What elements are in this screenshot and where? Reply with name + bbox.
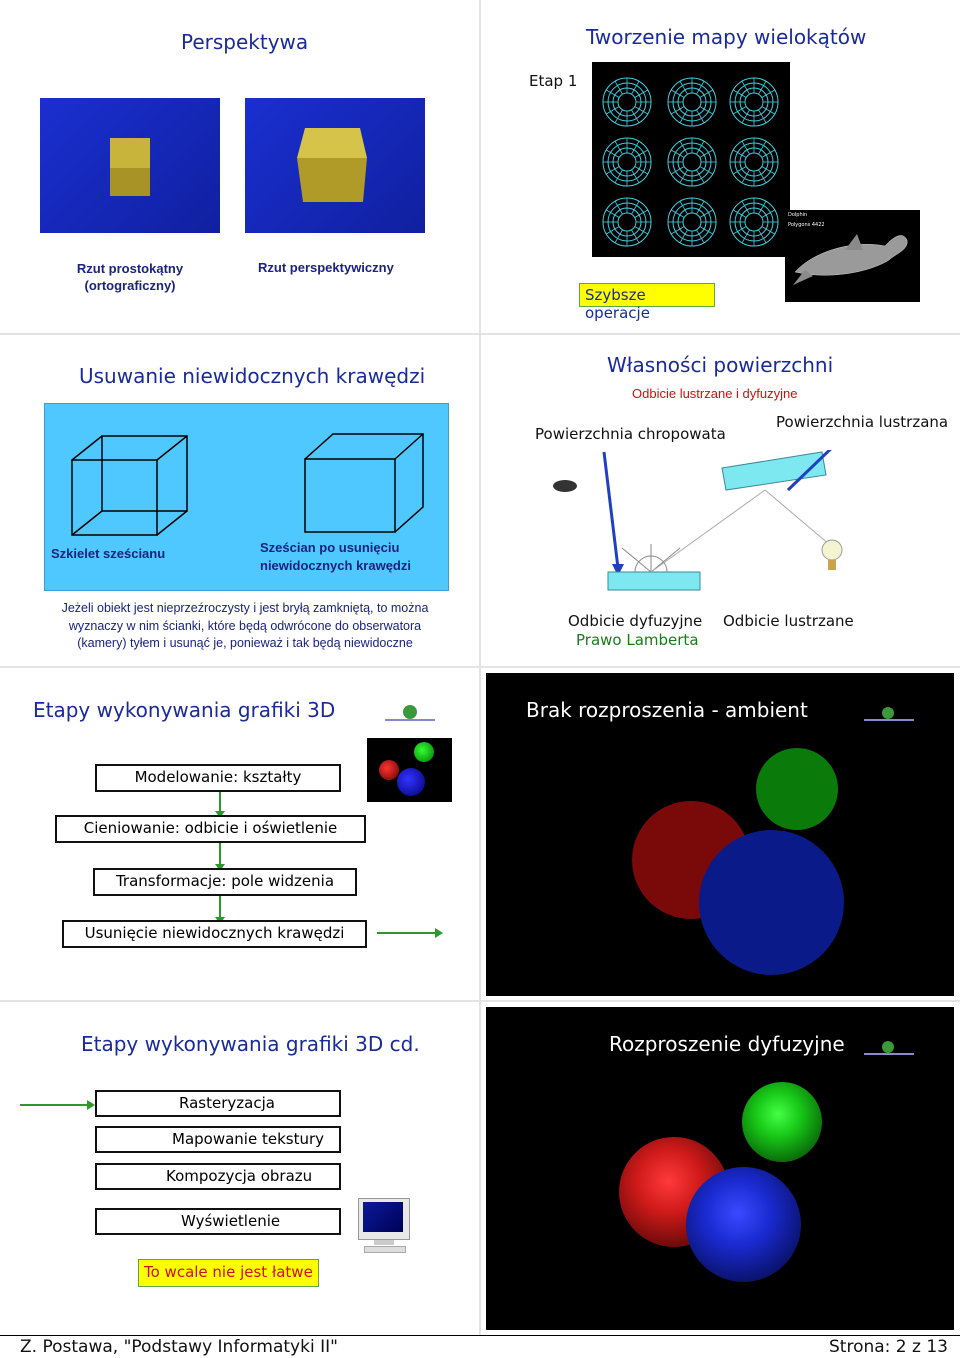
step-modeling: Modelowanie: kształty xyxy=(95,764,341,792)
logo-icon xyxy=(385,705,435,723)
specular-label: Odbicie lustrzane xyxy=(723,612,854,630)
footer-left: Z. Postawa, "Podstawy Informatyki II" xyxy=(20,1337,338,1357)
faster-ops-text: Szybsze operacje xyxy=(585,286,650,322)
mirror-surface-label: Powierzchnia lustrzana xyxy=(776,413,949,431)
page-title: Etapy wykonywania grafiki 3D cd. xyxy=(81,1032,420,1056)
connector-arrow xyxy=(215,896,225,924)
torus-grid-image xyxy=(592,62,790,257)
perspective-label: Rzut perspektywiczny xyxy=(258,260,394,275)
step-display: Wyświetlenie xyxy=(95,1208,341,1235)
grid-divider-h2 xyxy=(0,666,960,668)
lambert-label: Prawo Lamberta xyxy=(576,631,699,649)
step-hidden-removal: Usunięcie niewidocznych krawędzi xyxy=(62,920,367,948)
page-title: Usuwanie niewidocznych krawędzi xyxy=(79,364,426,388)
skeleton-label: Szkielet sześcianu xyxy=(51,546,166,561)
lightbulb-icon xyxy=(821,539,843,561)
incoming-arrow xyxy=(20,1104,88,1106)
step-shading: Cieniowanie: odbicie i oświetlenie xyxy=(55,815,366,843)
next-arrow xyxy=(377,932,435,934)
page-title: Perspektywa xyxy=(181,30,309,54)
dolphin-caption: Dolphin xyxy=(788,212,808,218)
dolphin-image: Dolphin Polygons 4422 xyxy=(785,210,920,302)
slide-ambient: Brak rozproszenia - ambient xyxy=(486,673,954,996)
ortho-label: Rzut prostokątny (ortograficzny) xyxy=(76,261,184,293)
stage-label: Etap 1 xyxy=(529,72,578,90)
reflection-diagram xyxy=(553,450,843,591)
step-texture-mapping: Mapowanie tekstury xyxy=(95,1126,341,1153)
page-title: Tworzenie mapy wielokątów xyxy=(586,25,867,49)
green-sphere xyxy=(756,748,838,830)
rgb-spheres-thumb xyxy=(367,738,452,802)
eye-icon xyxy=(553,480,577,492)
ortho-cube-image xyxy=(40,98,220,233)
grid-divider-h3 xyxy=(0,1000,960,1002)
cube-panel: Szkielet sześcianu Sześcian po usunięciu… xyxy=(44,403,449,591)
diffuse-label: Odbicie dyfuzyjne xyxy=(568,612,703,630)
step-composition: Kompozycja obrazu xyxy=(95,1163,341,1190)
blue-sphere xyxy=(686,1167,801,1282)
monitor-icon xyxy=(358,1198,410,1253)
highlight-faster-ops: Szybsze operacje xyxy=(579,283,715,322)
page-title: Własności powierzchni xyxy=(607,353,834,377)
footer-rule xyxy=(0,1335,960,1336)
connector-arrow xyxy=(215,843,225,871)
subtitle: Odbicie lustrzane i dyfuzyjne xyxy=(632,386,798,401)
connector-arrow xyxy=(215,792,225,818)
perspective-cube-image xyxy=(245,98,425,233)
not-easy-text: To wcale nie jest łatwe xyxy=(144,1263,313,1281)
rough-surface-label: Powierzchnia chropowata xyxy=(535,425,726,443)
step-rasterization: Rasteryzacja xyxy=(95,1090,341,1117)
page-title: Rozproszenie dyfuzyjne xyxy=(609,1032,845,1056)
page-title: Brak rozproszenia - ambient xyxy=(526,698,808,722)
step-transform: Transformacje: pole widzenia xyxy=(93,868,357,896)
page-title: Etapy wykonywania grafiki 3D xyxy=(33,698,336,722)
green-sphere xyxy=(742,1082,822,1162)
blue-sphere xyxy=(699,830,844,975)
grid-divider-h1 xyxy=(0,333,960,335)
footer-right: Strona: 2 z 13 xyxy=(829,1337,948,1357)
slide-caption: Jeżeli obiekt jest nieprzeźroczysty i je… xyxy=(61,601,429,650)
highlight-not-easy: To wcale nie jest łatwe xyxy=(138,1259,319,1287)
dolphin-polygons: Polygons 4422 xyxy=(788,222,825,228)
slide-diffuse: Rozproszenie dyfuzyjne xyxy=(486,1007,954,1330)
hidden-removed-label: Sześcian po usunięciu niewidocznych kraw… xyxy=(260,540,411,573)
logo-icon xyxy=(864,707,914,725)
logo-icon xyxy=(864,1041,914,1059)
